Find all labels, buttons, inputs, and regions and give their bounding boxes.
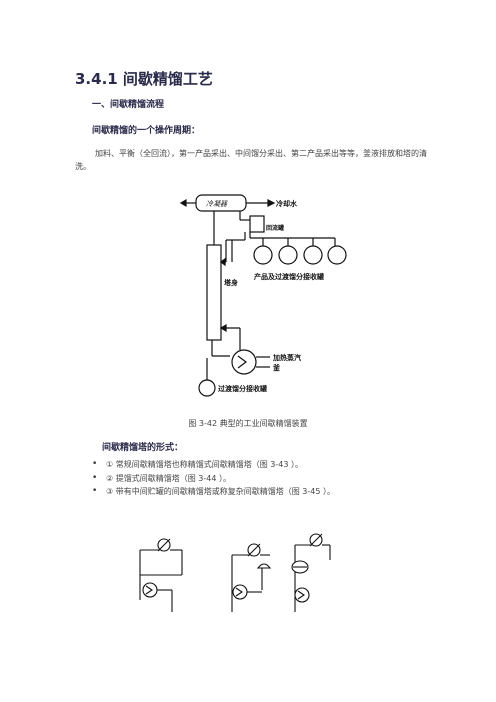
- bottom-receiver: [198, 379, 216, 397]
- figure-caption: 图 3-42 典型的工业间歇精馏装置: [188, 419, 308, 428]
- list-item: ③ 带有中间贮罐的间歇精馏塔或称复杂间歇精馏塔（图 3-45 ）。: [92, 485, 335, 499]
- reboiler-kettle: [231, 349, 257, 375]
- label-kettle: 釜: [272, 363, 281, 372]
- cycle-heading: 间歇精馏的一个操作周期：: [92, 126, 201, 136]
- section-title: 3.4.1 间歇精馏工艺: [75, 70, 213, 88]
- label-receivers: 产品及过渡馏分接收罐: [254, 272, 324, 281]
- label-steam: 加热蒸汽: [272, 353, 301, 362]
- label-cooling-water: 冷却水: [276, 199, 298, 208]
- subsection-title: 一、间歇精馏流程: [92, 100, 165, 110]
- fig-3-45-sketch: [291, 533, 331, 612]
- fig-3-43-sketch: [139, 538, 183, 612]
- reflux-drum: [249, 215, 265, 233]
- column-body: [206, 244, 222, 341]
- list-item: ① 常规间歇精馏塔也称精馏式间歇精馏塔（图 3-43 ）。: [92, 458, 335, 472]
- label-condenser: 冷凝器: [206, 200, 228, 208]
- receiver-2: [278, 245, 298, 265]
- receiver-4: [327, 245, 347, 265]
- label-column: 塔身: [224, 278, 238, 287]
- forms-heading: 间歇精馏塔的形式：: [102, 443, 184, 453]
- list-item: ② 提馏式间歇精馏塔（图 3-44 ）。: [92, 472, 335, 486]
- cycle-paragraph: 加料、平衡（全回流），第一产品采出、中间馏分采出、第二产品采出等等，釜液排放和塔…: [75, 149, 427, 171]
- receiver-1: [253, 245, 273, 265]
- label-reflux-drum: 回流罐: [266, 224, 284, 232]
- vent-arrow: [179, 198, 187, 208]
- label-bottom-receiver: 过渡馏分接收罐: [218, 384, 267, 393]
- forms-list: ① 常规间歇精馏塔也称精馏式间歇精馏塔（图 3-43 ）。 ② 提馏式间歇精馏塔…: [92, 458, 335, 499]
- receiver-3: [303, 245, 323, 265]
- fig-3-44-sketch: [231, 543, 272, 612]
